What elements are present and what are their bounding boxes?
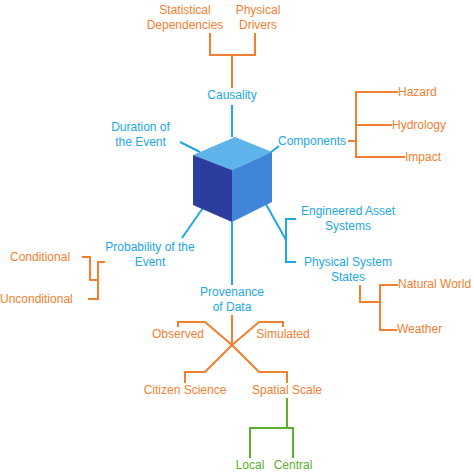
bracket xyxy=(286,219,296,262)
branch-connector xyxy=(250,398,287,458)
branch-label: Spatial Scale xyxy=(247,383,327,398)
branch-connector xyxy=(287,398,293,458)
branch-label: Components xyxy=(278,134,348,149)
spoke xyxy=(231,222,233,285)
branch-label: Citizen Science xyxy=(140,383,230,398)
label-text: Citizen Science xyxy=(140,383,230,398)
spoke xyxy=(180,142,200,152)
label-text: Simulated xyxy=(255,327,311,342)
label-text: Central xyxy=(268,458,318,473)
label-text: Unconditional xyxy=(0,292,88,307)
label-text: Local xyxy=(230,458,270,473)
branch-label: Observed xyxy=(150,327,206,342)
branch-connector xyxy=(348,125,392,141)
branch-connector xyxy=(360,285,397,330)
branch-label: Unconditional xyxy=(0,292,88,307)
branch-label: Provenance of Data xyxy=(197,285,267,315)
branch-connector xyxy=(232,315,287,383)
label-text: Probability of the Event xyxy=(105,240,195,270)
cube-front xyxy=(193,155,232,222)
label-text: Observed xyxy=(150,327,206,342)
label-text: Weather xyxy=(397,322,457,337)
branch-label: Local xyxy=(230,458,270,473)
label-text: Statistical Dependencies xyxy=(140,3,230,33)
branch-connector xyxy=(82,257,105,280)
label-text: Conditional xyxy=(10,250,82,265)
branch-connector xyxy=(185,315,232,383)
branch-label: Conditional xyxy=(10,250,82,265)
branch-label: Central xyxy=(268,458,318,473)
branch-label: Simulated xyxy=(255,327,311,342)
label-text: Components xyxy=(278,134,348,149)
label-text: Natural World xyxy=(398,277,474,292)
branch-label: Engineered Asset Systems xyxy=(298,204,398,234)
branch-connector xyxy=(210,33,232,88)
branch-label: Impact xyxy=(405,150,460,165)
branch-label: Hazard xyxy=(398,85,458,100)
label-text: Spatial Scale xyxy=(247,383,327,398)
label-text: Hydrology xyxy=(392,118,462,133)
label-text: Impact xyxy=(405,150,460,165)
label-text: Engineered Asset Systems xyxy=(298,204,398,234)
label-text: Provenance of Data xyxy=(197,285,267,315)
branch-connector xyxy=(348,92,398,141)
spoke xyxy=(231,105,233,137)
label-text: Duration of the Event xyxy=(103,120,178,150)
branch-label: Physical Drivers xyxy=(228,3,288,33)
label-text: Hazard xyxy=(398,85,458,100)
label-text: Causality xyxy=(202,88,262,103)
branch-label: Physical System States xyxy=(298,255,398,285)
branch-connector xyxy=(88,262,105,299)
branch-label: Probability of the Event xyxy=(105,240,195,270)
branch-label: Weather xyxy=(397,322,457,337)
label-text: Physical Drivers xyxy=(228,3,288,33)
branch-label: Hydrology xyxy=(392,118,462,133)
branch-label: Duration of the Event xyxy=(103,120,178,150)
branch-connector xyxy=(360,285,398,302)
branch-label: Statistical Dependencies xyxy=(140,3,230,33)
branch-connector xyxy=(348,141,405,157)
label-text: Physical System States xyxy=(298,255,398,285)
spoke xyxy=(182,205,205,238)
cube-side xyxy=(232,152,272,222)
branch-label: Causality xyxy=(202,88,262,103)
branch-label: Natural World xyxy=(398,277,474,292)
branch-connector xyxy=(232,33,255,88)
spoke-lines xyxy=(180,105,296,285)
